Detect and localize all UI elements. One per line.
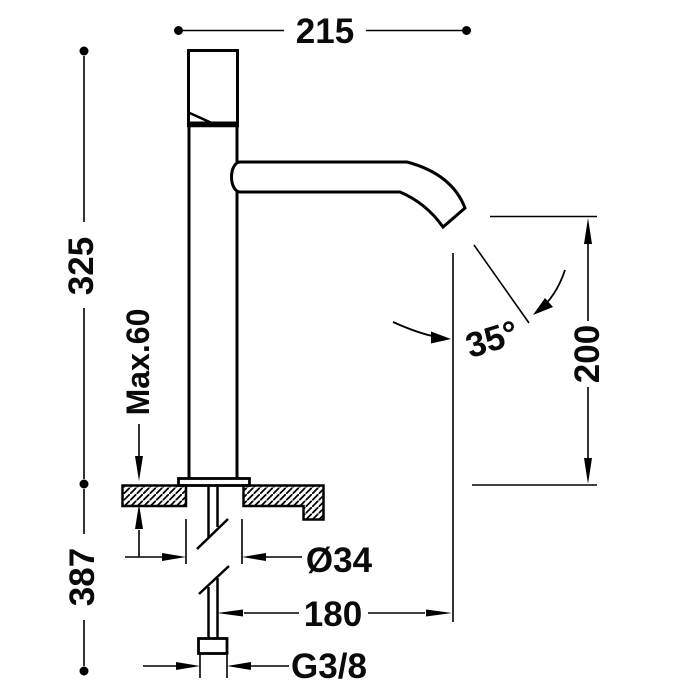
arrowhead-o34-left [162, 553, 186, 561]
tap-body [187, 127, 239, 478]
dimension-labels: 215 325 Max.60 387 200 35° Ø34 180 G3/8 [62, 12, 607, 686]
label-spout-projection: 180 [304, 595, 362, 634]
label-spout-angle: 35° [461, 313, 523, 366]
dim-dot-215-right [462, 26, 471, 35]
tap-handle [187, 49, 239, 125]
dim-dot-left-top [79, 46, 89, 56]
inlet-nut [197, 637, 229, 655]
tap-spout [230, 160, 467, 230]
countertop-left-section [121, 484, 188, 508]
label-outlet-height: 200 [568, 325, 607, 383]
handle-lever-seam [187, 111, 215, 126]
countertop-right-section [242, 484, 325, 521]
label-inlet-thread: G3/8 [291, 647, 367, 686]
dimension-arrowheads [79, 26, 592, 676]
dim-dot-left-middle [79, 479, 89, 489]
dim-line-o34 [125, 519, 302, 564]
spout-axis-line [473, 244, 530, 324]
arrowhead-max60-up [135, 504, 143, 529]
arrowhead-g38-right [227, 662, 251, 670]
arrowhead-o34-right [242, 553, 266, 561]
label-height-to-spout: 325 [62, 237, 101, 295]
arrowhead-200-down [584, 458, 592, 484]
label-total-height: 387 [63, 548, 102, 606]
dim-dot-left-bottom [79, 666, 89, 676]
base-flange [177, 477, 251, 487]
dim-line-g38 [143, 655, 289, 678]
label-overall-width: 215 [296, 12, 354, 51]
arrowhead-max60-down [135, 456, 143, 481]
label-max-deck-thickness: Max.60 [120, 309, 156, 416]
faucet-outline [177, 49, 467, 655]
arrowhead-180-left [217, 609, 243, 617]
arrowhead-180-right [426, 609, 452, 617]
pipe-break-marks [196, 518, 230, 595]
arrowhead-g38-left [176, 662, 200, 670]
dim-dot-215-left [174, 26, 183, 35]
arrowhead-angle-left [431, 331, 451, 344]
supply-pipe [207, 486, 219, 638]
arrowhead-angle-right [533, 298, 553, 315]
dimension-lines [83, 29, 597, 678]
label-body-diameter: Ø34 [306, 541, 373, 580]
countertop-section [121, 484, 325, 521]
dim-line-200 [472, 215, 597, 486]
arrowhead-200-up [584, 218, 592, 244]
